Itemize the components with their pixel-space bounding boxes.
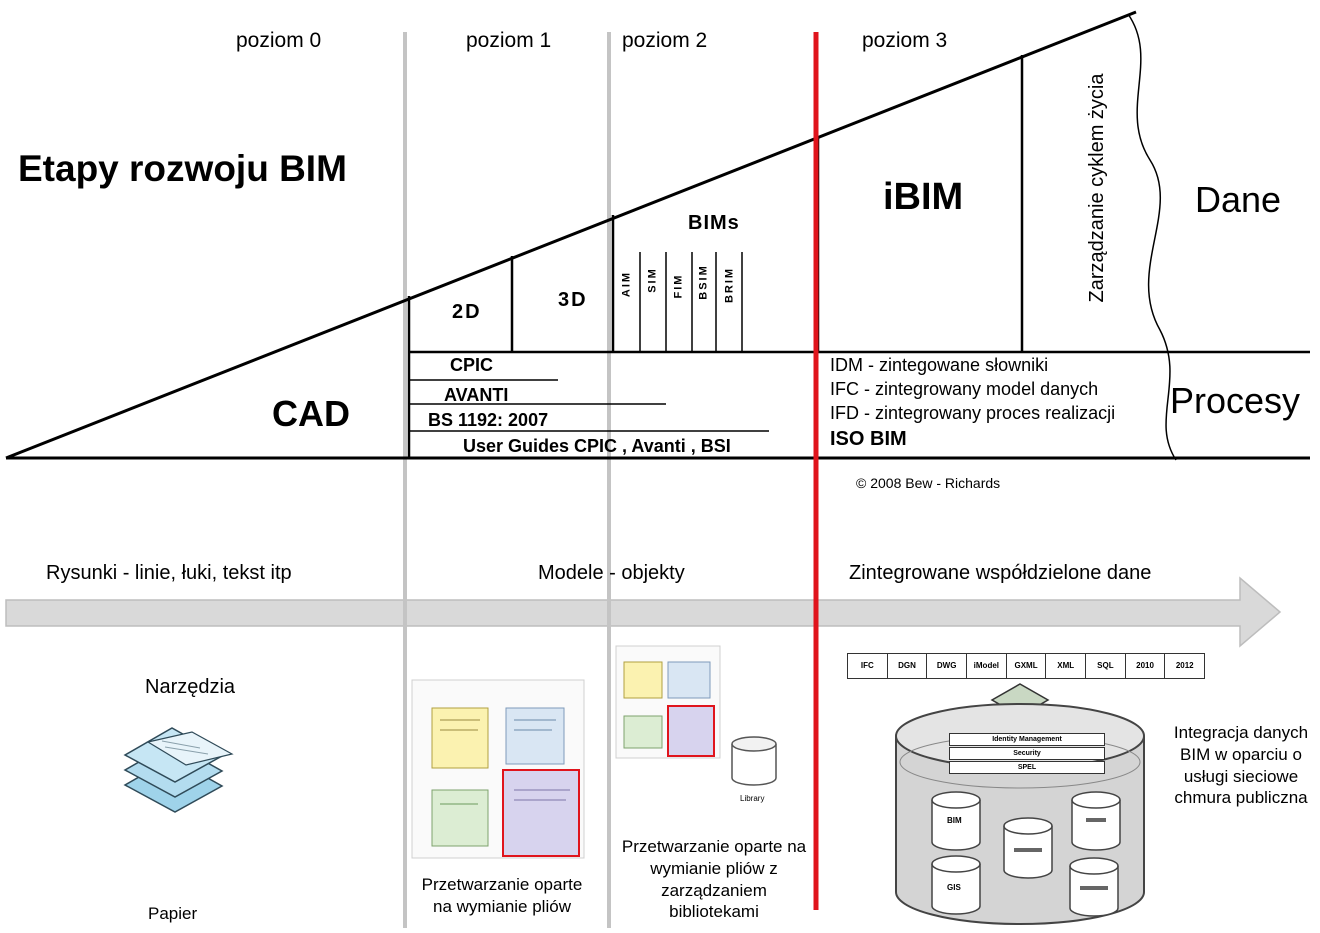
phase-models: Modele - objekty [538,562,685,584]
db-gis-label: GIS [947,883,961,892]
process-idm: IDM - zintegowane słowniki [830,355,1049,375]
lifecycle-label: Zarządzanie cyklem życia [1086,73,1108,303]
copyright: © 2008 Bew - Richards [856,475,1001,491]
db-bim-label: BIM [947,816,962,825]
format-cell: iModel [966,654,1006,678]
process-ifd: IFD - zintegrowany proces realizacji [830,403,1116,423]
paper-label: Papier [148,904,198,923]
diagram-title: Etapy rozwoju BIM [18,148,347,189]
3d-label: 3D [558,289,588,311]
wavy-boundary [1127,13,1177,461]
wedge-hypotenuse [5,10,1137,460]
standard-bs1192: BS 1192: 2007 [428,410,549,430]
cloud-layer-spel: SPEL [949,761,1105,774]
level-1-label: poziom 1 [466,29,552,52]
integration-caption: Integracja danych BIM w oparciu o usługi… [1173,723,1309,808]
db-cylinder-right-top [1071,791,1121,851]
level-3-label: poziom 3 [862,29,948,52]
dane-label: Dane [1195,179,1282,220]
format-cell: 2010 [1124,654,1165,678]
library-label: Library [740,794,765,803]
phase-integrated: Zintegrowane współdzielone dane [849,562,1152,584]
bims-item-brim: BRIM [723,266,736,304]
paper-stack-icon [123,727,234,813]
level-0-label: poziom 0 [236,29,322,52]
tools-heading: Narzędzia [145,676,236,698]
phase-drawings: Rysunki - linie, łuki, tekst itp [46,562,292,584]
format-cell: DGN [886,654,927,678]
2d-label: 2D [452,301,482,323]
format-cell: 2012 [1164,654,1204,678]
cad-label: CAD [272,393,350,434]
bims-item-fim: FIM [672,273,685,299]
format-cell: SQL [1085,654,1125,678]
bims-label: BIMs [688,212,740,234]
process-iso-bim: ISO BIM [830,428,907,450]
file-exchange-library-caption: Przetwarzanie oparte na wymianie pliów z… [621,837,807,922]
standard-avanti: AVANTI [444,385,509,405]
db-cylinder-bim [931,791,981,851]
level-2-label: poziom 2 [622,29,708,52]
procesy-label: Procesy [1170,380,1301,421]
bims-item-sim: SIM [646,267,659,293]
process-ifc: IFC - zintegrowany model danych [830,379,1099,399]
workflow-thumbnail-1 [411,679,585,859]
format-cell: DWG [926,654,966,678]
file-exchange-caption: Przetwarzanie oparte na wymianie pliów [421,875,583,916]
standard-user-guides: User Guides CPIC , Avanti , BSI [463,436,731,456]
timeline-arrow [5,576,1282,648]
library-icon [731,736,777,786]
standard-cpic: CPIC [450,355,494,375]
format-cell: GXML [1005,654,1046,678]
db-cylinder-gis [931,855,981,915]
db-cylinder-right-bottom [1069,857,1119,917]
bims-item-aim: AIM [620,270,633,298]
bims-item-bsim: BSIM [697,264,710,300]
cloud-layer-security: Security [949,747,1105,760]
format-cell: IFC [860,661,874,670]
workflow-thumbnail-2 [615,645,721,759]
format-cell: XML [1045,654,1085,678]
ibim-label: iBIM [883,176,964,218]
cloud-layer-identity: Identity Management [949,733,1105,746]
